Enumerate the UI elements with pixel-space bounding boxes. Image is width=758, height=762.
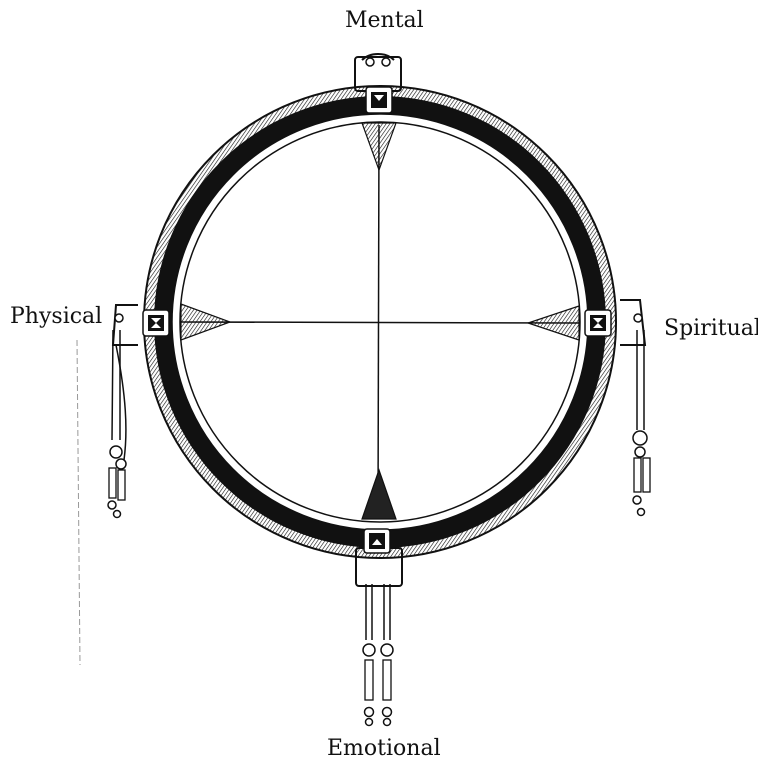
horizontal-line — [180, 322, 580, 323]
right-tab-with-cords — [620, 300, 650, 516]
left-tab-with-cords — [108, 305, 138, 518]
bead-right — [585, 310, 611, 336]
margin-line — [77, 340, 80, 665]
label-physical: Physical — [10, 304, 102, 329]
label-mental: Mental — [345, 8, 424, 33]
bead-bottom — [364, 529, 390, 553]
bead-left — [143, 310, 169, 336]
vertical-line — [378, 125, 379, 518]
bottom-tab-with-cords — [356, 548, 402, 726]
label-spiritual: Spiritual — [664, 316, 758, 341]
bead-top — [366, 87, 392, 113]
label-emotional: Emotional — [327, 736, 441, 761]
